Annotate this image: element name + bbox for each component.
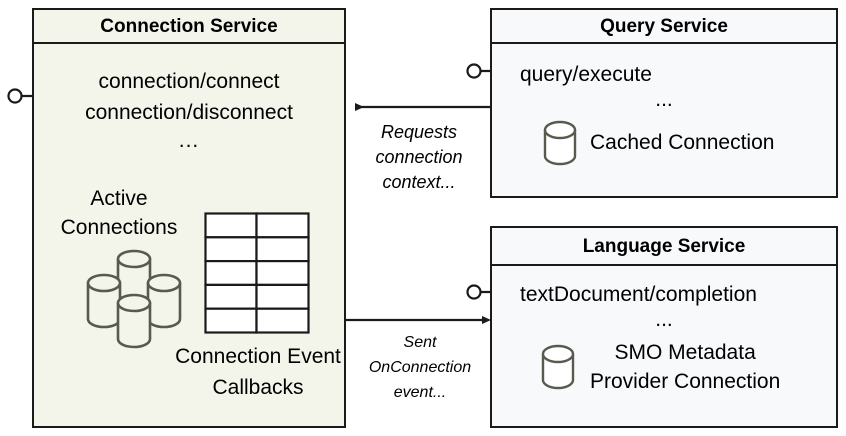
database-cylinder-icon <box>541 344 575 390</box>
database-cluster-icon <box>86 249 182 349</box>
table-grid-icon <box>204 212 310 334</box>
cylinder-right-icon <box>146 273 182 329</box>
edge-label-line2: connection <box>375 147 463 167</box>
component-query-service[interactable]: Query Service query/execute ... Cached C… <box>490 8 838 198</box>
language-service-body: textDocument/completion ... SMO Metadata… <box>492 266 836 426</box>
component-connection-service[interactable]: Connection Service connection/connect co… <box>32 8 346 428</box>
edge-label-line1: Sent <box>403 334 437 351</box>
operations-ellipsis: ... <box>655 308 673 331</box>
query-service-body: query/execute ... Cached Connection <box>492 44 836 196</box>
artifact-label-line2: Provider Connection <box>590 370 781 393</box>
operation-query-execute[interactable]: query/execute <box>520 63 652 86</box>
cylinder-front-icon <box>116 293 152 349</box>
edge-label-line2: OnConnection <box>368 359 472 376</box>
operations-ellipsis: ... <box>178 129 200 152</box>
cached-connection-artifact: Cached Connection <box>542 120 774 166</box>
language-service-title: Language Service <box>492 228 836 266</box>
lollipop-interface-language-service[interactable] <box>466 284 523 300</box>
edge-label-line1: Requests <box>380 122 458 142</box>
component-language-service[interactable]: Language Service textDocument/completion… <box>490 226 838 428</box>
smo-metadata-provider-connection-label: SMO Metadata Provider Connection <box>590 338 780 396</box>
connection-service-operations: connection/connect connection/disconnect… <box>34 66 344 154</box>
lollipop-circle-icon <box>466 63 482 79</box>
operation-textdocument-completion[interactable]: textDocument/completion <box>520 283 757 306</box>
operations-ellipsis: ... <box>655 88 673 111</box>
cylinder-left-icon <box>86 273 122 329</box>
edge-label-requests-connection-context: Requests connection context... <box>356 120 482 195</box>
smo-metadata-provider-connection-artifact: SMO Metadata Provider Connection <box>540 338 780 396</box>
connection-service-body: connection/connect connection/disconnect… <box>34 44 344 426</box>
lollipop-circle-icon <box>7 88 23 104</box>
operation-connection-disconnect[interactable]: connection/disconnect <box>85 101 293 124</box>
edge-label-line3: context... <box>382 172 456 192</box>
query-service-title: Query Service <box>492 10 836 44</box>
database-cylinder-icon <box>543 120 577 166</box>
lollipop-circle-icon <box>466 284 482 300</box>
edge-label-sent-onconnection-event: Sent OnConnection event... <box>352 330 488 405</box>
artifact-label-line1: SMO Metadata <box>614 341 756 364</box>
operation-connection-connect[interactable]: connection/connect <box>98 70 280 93</box>
connection-event-callbacks-label: Connection Event Callbacks <box>175 345 341 399</box>
cached-connection-label: Cached Connection <box>590 131 775 154</box>
connection-service-title: Connection Service <box>34 10 344 44</box>
edge-label-line3: event... <box>393 384 447 401</box>
active-connections-label: Active Connections <box>60 187 178 239</box>
